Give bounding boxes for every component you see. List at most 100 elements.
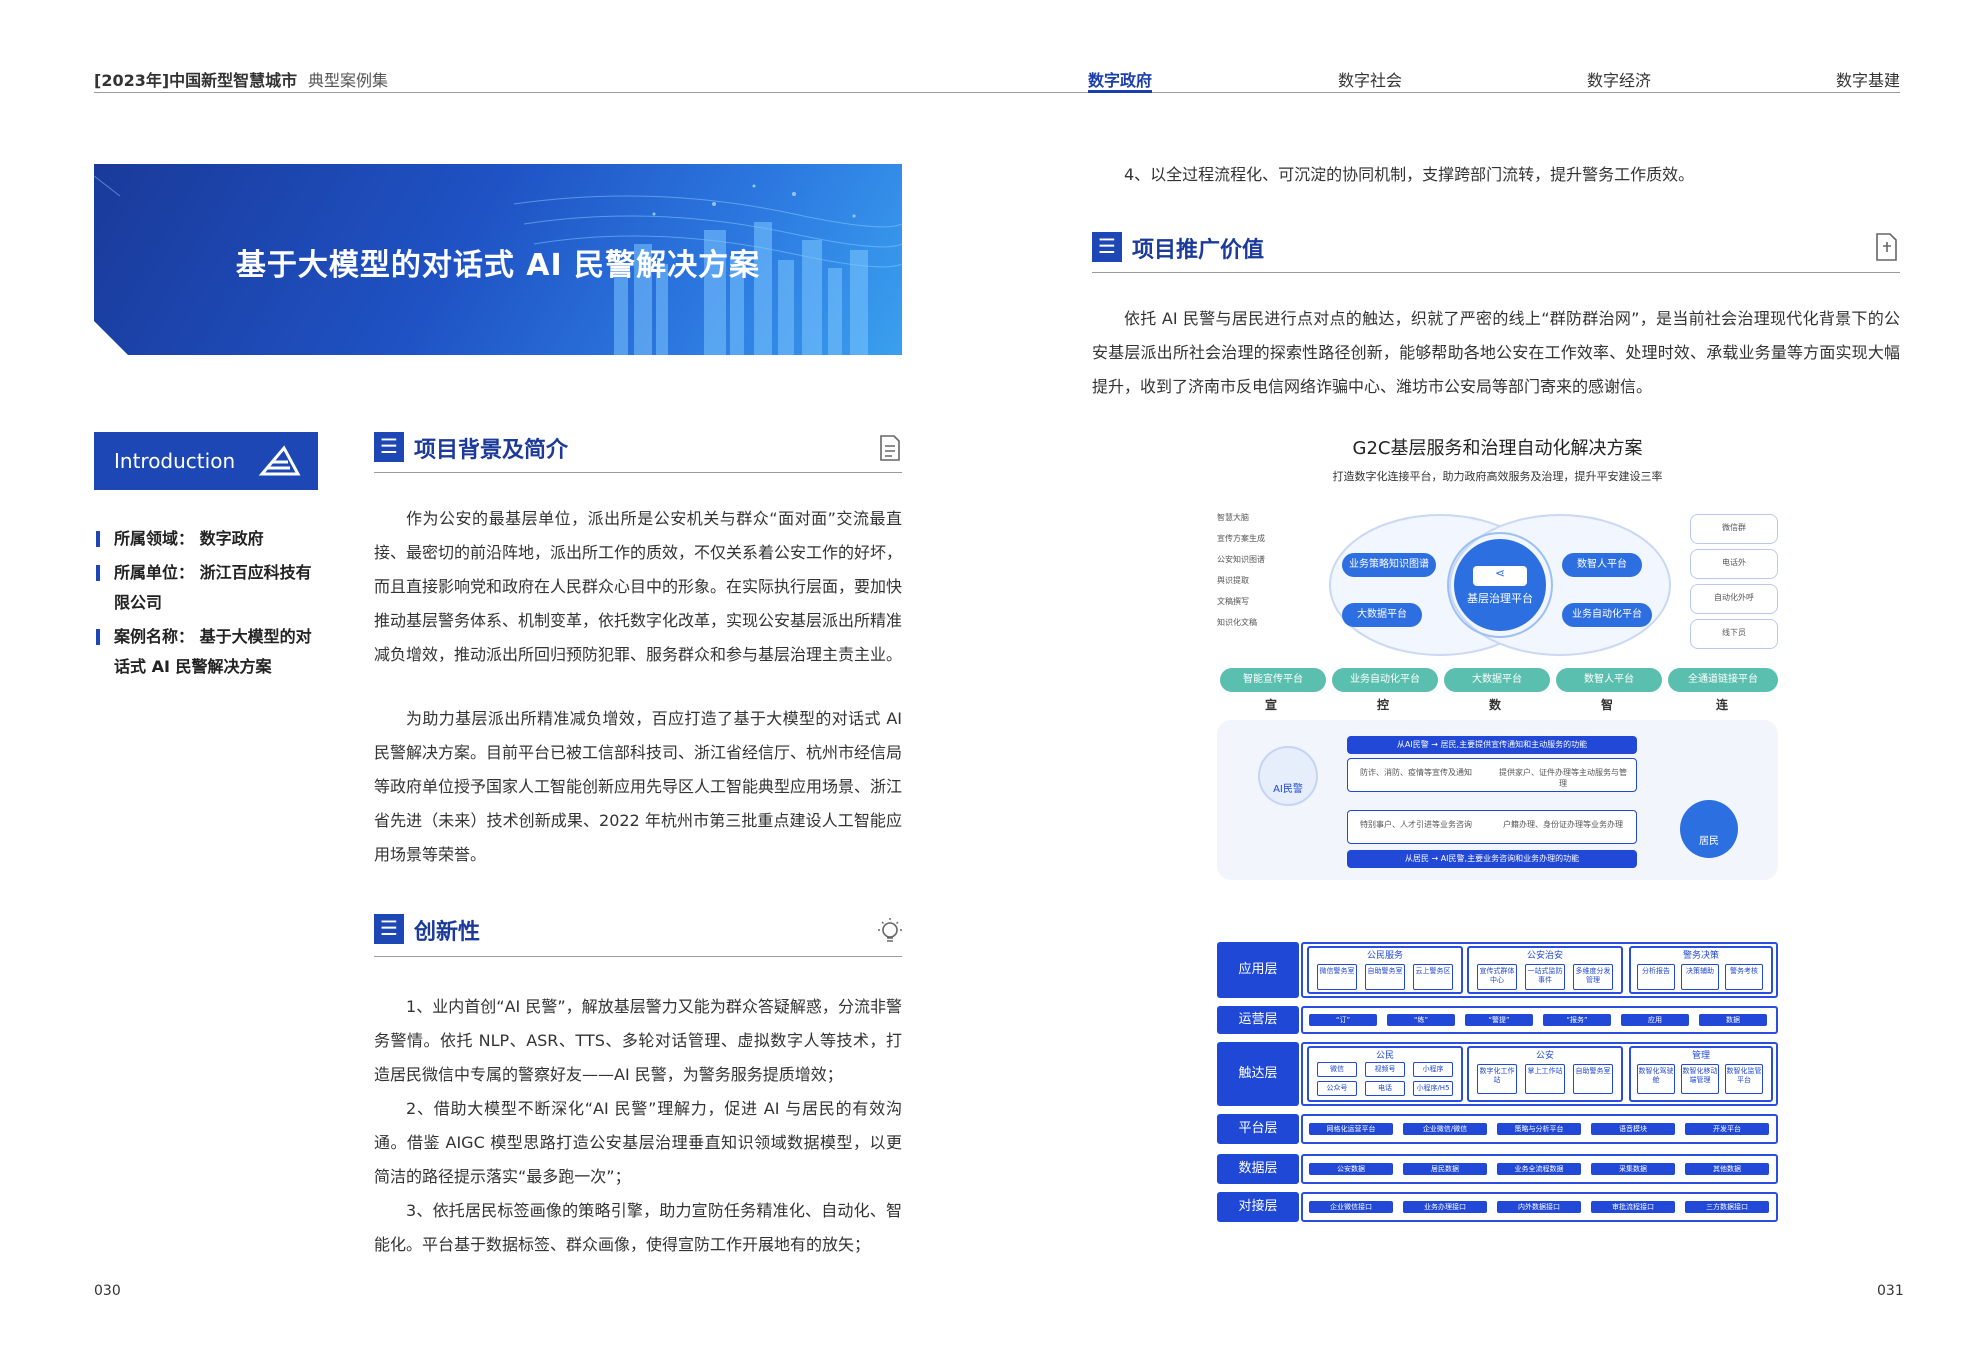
layer-row-application: 公民服务 微信警务室 自助警务室 云上警务区 公安治安 宣传式群体中心 一站式监… [1301,942,1778,998]
platform-char: 宣 [1265,698,1278,712]
platform-pill: 智能宣传平台 [1220,668,1326,692]
app-group-title: 公安治安 [1526,951,1563,961]
layer-label-platform: 平台层 [1217,1114,1299,1144]
app-group-title: 公民服务 [1366,951,1403,961]
touch-group: 公安 数字化工作站 掌上工作站 自助警务室 [1467,1046,1623,1102]
dock-item: 内外数据接口 [1497,1201,1581,1213]
section-icon-innovation: ☰ [374,914,404,944]
city-skyline-graphic [94,164,902,355]
meta-unit-text-cont: 限公司 [114,593,163,612]
touch-item: 数智化移动端管理 [1681,1064,1719,1094]
meta-case-name: 案例名称： 基于大模型的对 话式 AI 民警解决方案 [96,622,326,682]
section-rule-innovation [374,956,902,957]
touch-item: 电话 [1365,1081,1405,1096]
touch-item: 小程序 [1413,1062,1453,1077]
section-title-value: 项目推广价值 [1132,238,1265,263]
layer-row-platform: 网格化运营平台 企业微信/微信 策略与分析平台 语音模块 开发平台 [1301,1114,1778,1144]
resident-avatar [1680,800,1738,858]
value-paragraph: 依托 AI 民警与居民进行点对点的触达，织就了严密的线上“群防群治网”，是当前社… [1092,309,1900,396]
app-item: 宣传式群体中心 [1477,964,1517,990]
layer-label-data: 数据层 [1217,1154,1299,1184]
flow-mid-text: 提供家户、证件办理等主动服务与管理 [1499,768,1627,788]
touch-group: 公民 微信 视频号 小程序 公众号 电话 小程序/H5 [1307,1046,1463,1102]
data-item: 其他数据 [1685,1163,1769,1175]
meta-case-name-text: 案例名称： 基于大模型的对 [114,627,312,646]
ops-item: “报务” [1543,1014,1611,1026]
book-title: [2023年]中国新型智慧城市 [94,71,298,90]
innovation-point-3: 3、依托居民标签画像的策略引擎，助力宣防任务精准化、自动化、智能化。平台基于数据… [374,1201,902,1254]
flow-mid-box-2: 特别事户、人才引进等业务咨询 户籍办理、身份证办理等业务办理 [1347,810,1637,844]
megaphone-icon [258,445,301,476]
meta-case-name-text-cont: 话式 AI 民警解决方案 [114,657,272,676]
dock-item: 企业微信接口 [1309,1201,1393,1213]
innovation-point-2: 2、借助大模型不断深化“AI 民警”理解力，促进 AI 与居民的有效沟通。借鉴 … [374,1099,902,1186]
touch-item: 掌上工作站 [1525,1064,1565,1094]
touch-item: 公众号 [1317,1081,1357,1096]
platform-item: 网格化运营平台 [1309,1123,1393,1135]
app-group: 警务决策 分析报告 决策辅助 警务考核 [1629,946,1773,994]
meta-field: 所属领域： 数字政府 [96,524,326,554]
nav-digital-government[interactable]: 数字政府 [1088,71,1153,90]
nav-digital-infrastructure[interactable]: 数字基建 [1836,71,1901,90]
flow-mid-text: 特别事户、人才引进等业务咨询 [1360,820,1472,829]
touch-item: 数智化驾驶舱 [1637,1064,1675,1094]
platform-item: 语音模块 [1591,1123,1675,1135]
flow-mid-text: 户籍办理、身份证办理等业务办理 [1503,820,1623,829]
left-list-item: 公安知识图谱 [1217,555,1265,564]
right-list-item: 电话外 [1690,549,1778,579]
section-title-innovation: 创新性 [414,920,481,945]
meta-field-text: 所属领域： 数字政府 [114,529,264,548]
case-title: 基于大模型的对话式 AI 民警解决方案 [235,248,761,283]
ops-item: “练” [1387,1014,1455,1026]
introduction-label: Introduction [114,449,236,473]
touch-item: 视频号 [1365,1062,1405,1077]
nav-digital-economy[interactable]: 数字经济 [1587,71,1652,90]
layer-label-touchpoint: 触达层 [1217,1042,1299,1106]
left-list-item: 文稿撰写 [1217,597,1249,606]
innovation-point-1: 1、业内首创“AI 民警”，解放基层警力又能为群众答疑解惑，分流非警务警情。依托… [374,997,902,1084]
ai-police-label: AI民警 [1273,784,1303,795]
platform-char: 连 [1716,698,1729,712]
section-rule-background [374,472,902,473]
ops-item: “订” [1309,1014,1377,1026]
app-item: 分析报告 [1637,964,1675,990]
app-group-title: 警务决策 [1682,951,1719,961]
ops-item: 数据 [1699,1014,1767,1026]
layer-row-operations: “订” “练” “警提” “报务” 应用 数据 [1301,1006,1778,1034]
platform-pill: 数智人平台 [1556,668,1662,692]
meta-unit: 所属单位： 浙江百应科技有 限公司 [96,558,326,618]
innovation-point-4: 4、以全过程流程化、可沉淀的协同机制，支撑跨部门流转，提升警务工作质效。 [1124,165,1695,184]
data-item: 居民数据 [1403,1163,1487,1175]
platform-item: 企业微信/微信 [1403,1123,1487,1135]
flow-mid-box-1: 防诈、消防、疫情等宣传及通知 提供家户、证件办理等主动服务与管理 [1347,758,1637,792]
nav-digital-society[interactable]: 数字社会 [1338,71,1403,90]
left-list-item: 宣传方案生成 [1217,534,1265,543]
lightbulb-icon [878,918,902,942]
ops-item: 应用 [1621,1014,1689,1026]
flow-bottom-bar: 从居民 → AI民警,主要业务咨询和业务办理的功能 [1347,850,1637,868]
inner-pill: 数智人平台 [1562,553,1642,577]
ai-police-avatar [1258,746,1318,806]
page-number-right: 031 [1877,1283,1904,1299]
section-title-background: 项目背景及简介 [414,438,569,463]
background-paragraph-2: 为助力基层派出所精准减负增效，百应打造了基于大模型的对话式 AI 民警解决方案。… [374,709,903,864]
right-list-item: 自动化外呼 [1690,584,1778,614]
page-number-left: 030 [94,1283,121,1299]
touch-item: 微信 [1317,1062,1357,1077]
touch-item: 小程序/H5 [1413,1081,1453,1096]
share-icon: ⋖ [1473,566,1527,586]
data-item: 公安数据 [1309,1163,1393,1175]
meta-unit-text: 所属单位： 浙江百应科技有 [114,563,312,582]
diagram-left-list: 智慧大脑 宣传方案生成 公安知识图谱 舆识提取 文稿撰写 知识化文稿 [1217,512,1327,638]
diagram-center-label: 基层治理平台 [1467,592,1533,605]
app-item: 微信警务室 [1317,964,1357,990]
title-banner: 基于大模型的对话式 AI 民警解决方案 [94,164,902,355]
app-group: 公安治安 宣传式群体中心 一站式监防事件 多维度分发管理 [1467,946,1623,994]
touch-group: 管理 数智化驾驶舱 数智化移动端管理 数智化监管平台 [1629,1046,1773,1102]
touch-group-title: 管理 [1691,1051,1710,1061]
dock-item: 业务办理接口 [1403,1201,1487,1213]
resident-label: 居民 [1699,836,1719,847]
background-paragraph-1: 作为公安的最基层单位，派出所是公安机关与群众“面对面”交流最直接、最密切的前沿阵… [374,509,903,664]
inner-pill: 业务策略知识图谱 [1342,553,1436,577]
header-rule [94,92,1900,93]
